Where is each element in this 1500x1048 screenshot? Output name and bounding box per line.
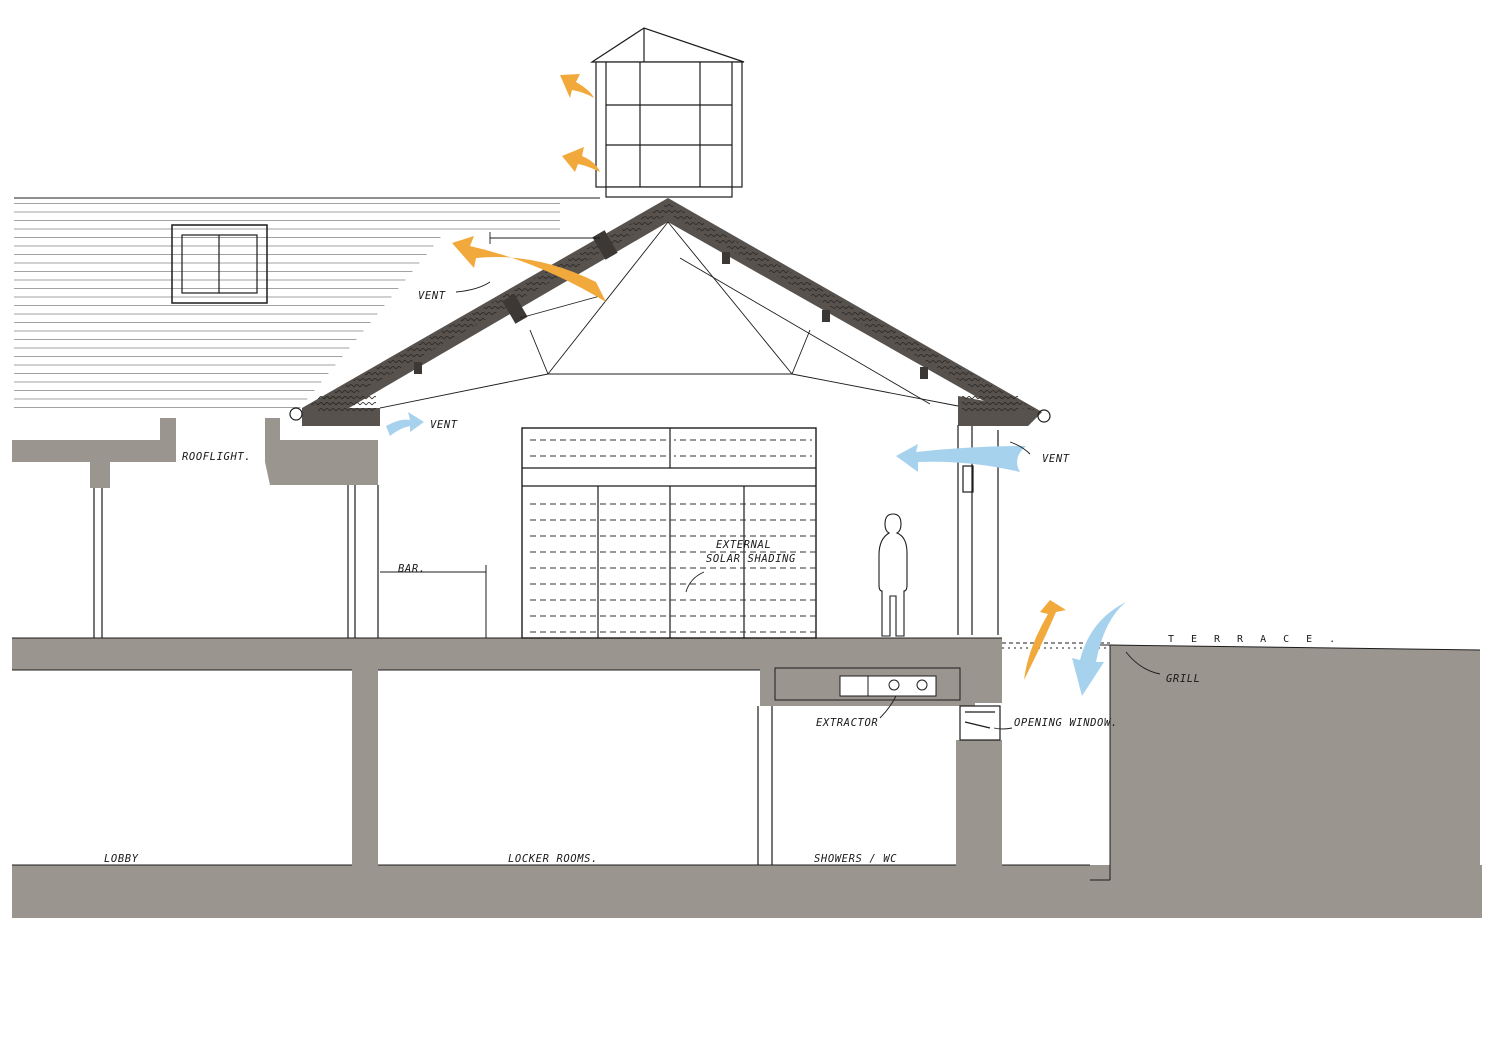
label-opening-window: OPENING WINDOW.: [1014, 717, 1118, 729]
wall-vent: [962, 465, 974, 493]
label-showers-wc: SHOWERS / WC: [814, 853, 897, 865]
floor-slab: [12, 638, 1002, 670]
dormer-window: [171, 224, 268, 304]
glazed-wall: [521, 427, 817, 639]
cool-air-arrow-right: [896, 444, 1026, 472]
human-figure: [878, 513, 908, 637]
label-bar: BAR.: [398, 563, 426, 575]
warm-air-arrow-roof: [452, 236, 606, 302]
label-vent-roof: VENT: [418, 290, 446, 302]
label-locker-rooms: LOCKER ROOMS.: [508, 853, 598, 865]
label-shading-line2: SOLAR SHADING: [706, 553, 796, 565]
label-rooflight: ROOFLIGHT.: [182, 451, 251, 463]
warm-air-arrows: [452, 74, 1066, 680]
warm-air-arrow-2: [562, 147, 600, 172]
warm-air-arrow-1: [560, 74, 594, 98]
label-extractor: EXTRACTOR: [816, 717, 878, 729]
label-grill: GRILL: [1166, 673, 1201, 685]
main-pitched-roof: [289, 198, 1051, 426]
section-outlines: [12, 637, 1481, 881]
extractor-fan: [839, 675, 937, 697]
label-vent-right: VENT: [1042, 453, 1070, 465]
cool-air-arrows: [386, 412, 1126, 696]
warm-air-arrow-grill: [1024, 600, 1066, 680]
bar-counter: [380, 565, 487, 638]
opening-window: [959, 705, 1001, 741]
wall-lobby-locker: [352, 668, 378, 868]
label-lobby: LOBBY: [104, 853, 139, 865]
label-vent-eave: VENT: [430, 419, 458, 431]
wall-showers-outer: [956, 740, 1002, 868]
rear-wall-cladding: [14, 197, 600, 408]
leader-lines: [455, 281, 1161, 730]
foundation-slab: [12, 865, 1482, 918]
terrace-ground: [1090, 645, 1480, 918]
cupola: [589, 27, 745, 198]
columns: [93, 425, 999, 865]
cool-air-arrow-grill: [1072, 602, 1126, 696]
roof-truss: [379, 221, 959, 409]
wall-window-head: [975, 668, 1002, 703]
label-terrace: TERRACE.: [1168, 634, 1352, 645]
label-shading-line1: EXTERNAL: [716, 539, 771, 551]
cool-air-arrow-eave: [386, 412, 424, 436]
section-cut-mass: [12, 418, 1482, 918]
